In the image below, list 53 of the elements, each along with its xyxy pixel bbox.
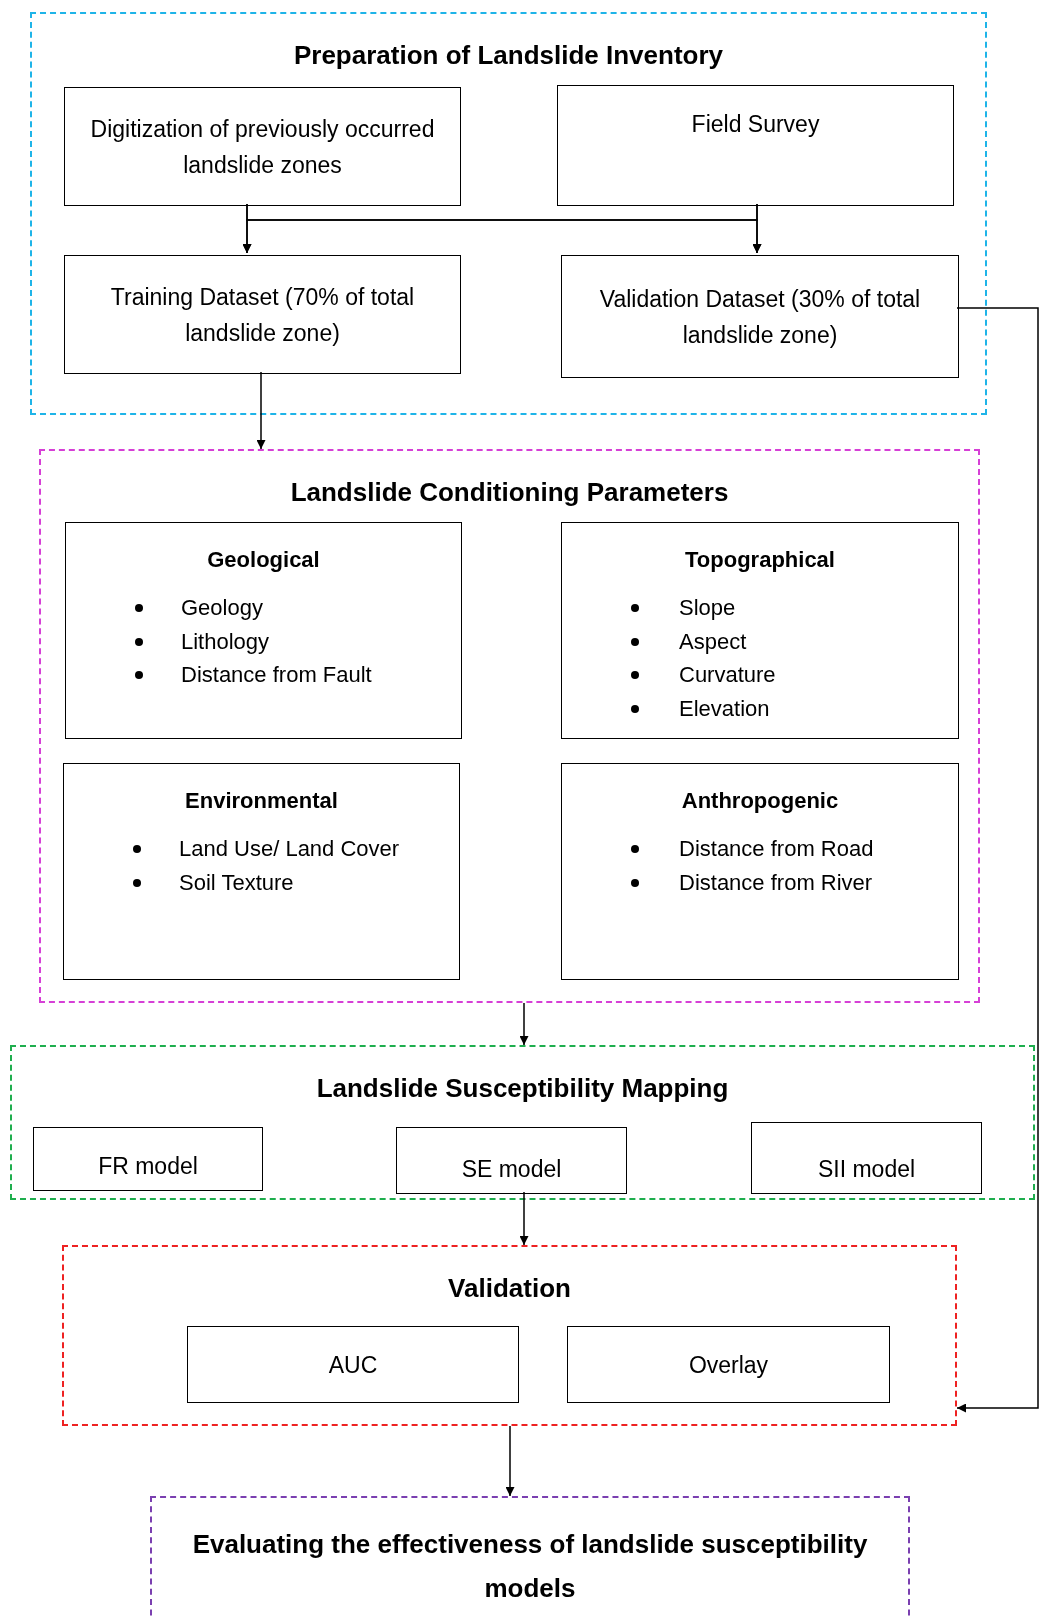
arrow xyxy=(505,1425,515,1497)
box-text: Overlay xyxy=(688,1350,769,1380)
dashed-group-frame xyxy=(150,1496,910,1618)
group-heading: Landslide Conditioning Parameters xyxy=(289,477,730,508)
arrow xyxy=(519,1191,529,1246)
process-box xyxy=(567,1326,890,1403)
arrow xyxy=(256,371,266,450)
process-box xyxy=(187,1326,519,1403)
list-item: Geology xyxy=(181,595,263,621)
box-text: SII model xyxy=(817,1155,916,1184)
category-heading: Environmental xyxy=(184,788,339,814)
dashed-group-frame xyxy=(62,1245,957,1426)
box-text: Validation Dataset (30% of total landslide zone) xyxy=(598,284,922,350)
process-box xyxy=(64,255,461,374)
list-item: Aspect xyxy=(679,628,747,655)
list-item: Distance from Fault xyxy=(181,662,372,688)
arrow xyxy=(752,203,762,254)
box-text: Field Survey xyxy=(691,110,820,139)
process-box xyxy=(33,1127,263,1191)
category-box xyxy=(561,522,959,739)
process-box xyxy=(396,1127,627,1194)
list-item: Land Use/ Land Cover xyxy=(179,836,400,862)
dashed-group-frame xyxy=(39,449,980,1003)
category-box xyxy=(63,763,460,980)
list-item: Curvature xyxy=(679,662,776,688)
list-item: Distance from River xyxy=(679,869,873,896)
process-box xyxy=(557,85,954,206)
list-item: Soil Texture xyxy=(179,869,294,896)
box-text: FR model xyxy=(98,1152,198,1181)
category-heading: Topographical xyxy=(684,547,836,573)
category-heading: Geological xyxy=(206,547,321,573)
process-box xyxy=(751,1122,982,1194)
list-item: Distance from Road xyxy=(679,836,874,862)
dashed-group-frame xyxy=(30,12,987,415)
box-text: SE model xyxy=(461,1155,562,1184)
group-heading: Preparation of Landslide Inventory xyxy=(292,40,725,71)
process-box xyxy=(561,255,959,378)
arrow xyxy=(519,1002,529,1046)
list-item: Lithology xyxy=(181,628,270,655)
list-item: Slope xyxy=(679,595,736,621)
group-heading: Validation xyxy=(447,1273,572,1304)
box-text: Training Dataset (70% of total landslide zone) xyxy=(109,282,416,348)
category-box xyxy=(65,522,462,739)
list-item: Elevation xyxy=(679,695,770,722)
box-text: AUC xyxy=(328,1350,378,1380)
group-heading: Evaluating the effectiveness of landslide susceptibility models xyxy=(191,1528,869,1605)
process-box xyxy=(64,87,461,206)
dashed-group-frame xyxy=(10,1045,1035,1200)
category-box xyxy=(561,763,959,980)
arrow xyxy=(956,307,1039,1413)
category-heading: Anthropogenic xyxy=(680,788,840,814)
group-heading: Landslide Susceptibility Mapping xyxy=(315,1073,730,1104)
box-text: Digitization of previously occurred landslide zones xyxy=(89,114,436,180)
